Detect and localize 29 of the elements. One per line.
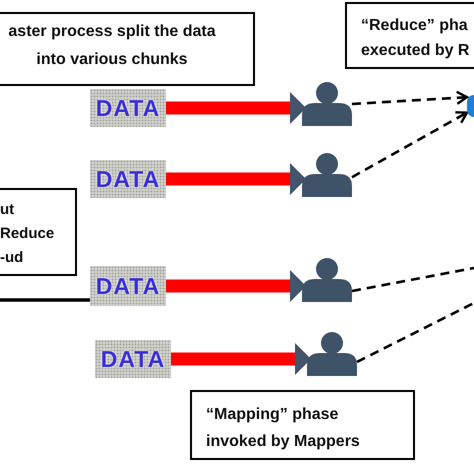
person-icon	[300, 153, 352, 197]
note-box	[0, 12, 255, 86]
data-image	[90, 266, 166, 306]
note-box	[345, 2, 474, 69]
connector-line	[0, 298, 90, 302]
dashed-line	[356, 302, 474, 364]
data-image	[90, 89, 166, 127]
note-box	[190, 390, 415, 460]
note-text: “Reduce” pha executed by R	[361, 16, 470, 61]
note-text: “Mapping” phase invoked by Mappers	[206, 405, 361, 452]
data-image	[90, 160, 166, 198]
dashed-line	[352, 266, 474, 292]
data-text: DATA	[100, 348, 166, 370]
block-arrow	[166, 163, 306, 195]
person-icon	[305, 332, 357, 376]
note-box	[0, 188, 77, 276]
data-text: DATA	[96, 168, 160, 190]
person-icon	[300, 82, 352, 126]
dashed-arrow	[351, 111, 468, 178]
data-text: DATA	[96, 274, 160, 298]
data-image	[95, 340, 171, 378]
block-arrow	[166, 270, 306, 302]
block-arrow	[166, 92, 306, 124]
person-icon	[300, 258, 352, 302]
note-text: aster process split the data into various chunks	[7, 22, 217, 70]
note-text: ut Reduce -ud	[0, 200, 56, 268]
dashed-arrow	[352, 90, 468, 106]
block-arrow	[171, 343, 311, 375]
data-text: DATA	[96, 96, 160, 120]
